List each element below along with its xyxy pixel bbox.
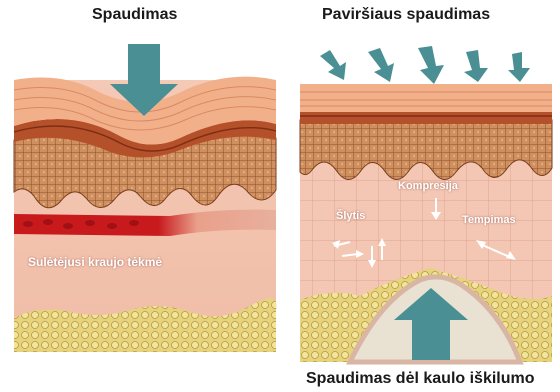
left-skin-diagram — [0, 0, 285, 360]
down-arrow-icon — [320, 50, 346, 80]
stretch-label: Tempimas — [462, 214, 516, 226]
dermis-layer — [300, 110, 552, 124]
surface-pressure-arrows — [320, 46, 530, 84]
bone-pressure-caption: Spaudimas dėl kaulo iškilumo — [306, 370, 535, 388]
down-arrow-icon — [418, 46, 444, 84]
compression-label: Kompresija — [398, 180, 458, 192]
blood-flow-label: Sulėtėjusi kraujo tėkmė — [28, 255, 162, 269]
down-arrow-icon — [508, 52, 530, 82]
right-panel-title: Paviršiaus spaudimas — [322, 6, 490, 24]
down-arrow-icon — [368, 48, 394, 82]
skin-surface — [300, 84, 552, 112]
down-arrow-icon — [464, 50, 488, 82]
left-panel-title: Spaudimas — [92, 6, 177, 24]
shear-label: Šlytis — [336, 210, 365, 222]
